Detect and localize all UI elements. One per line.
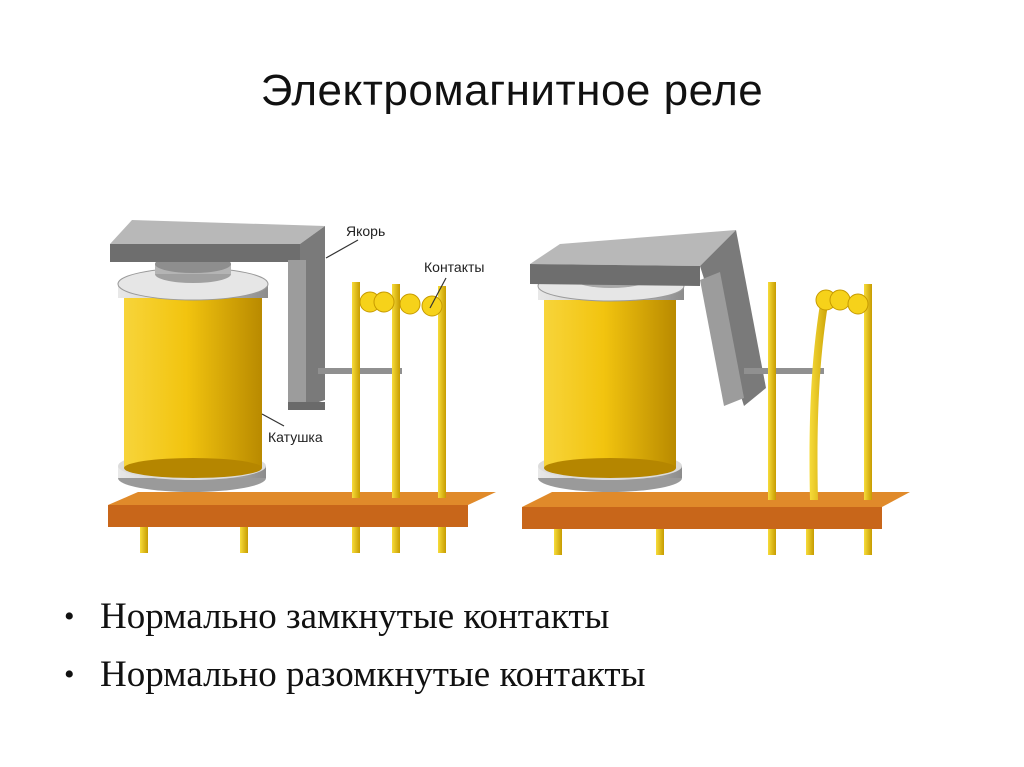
left-contact-spring — [392, 284, 400, 498]
right-coil — [544, 298, 676, 468]
right-rod — [744, 368, 824, 374]
left-pin — [240, 527, 248, 553]
right-contact-spring — [864, 284, 872, 500]
left-pin — [392, 527, 400, 553]
right-armature-side — [700, 272, 744, 406]
bullet-list: • Нормально замкнутые контакты • Нормаль… — [58, 588, 998, 704]
bullet-icon: • — [64, 658, 75, 691]
label-armature: Якорь — [346, 223, 385, 239]
right-contact-button — [847, 293, 869, 315]
left-contact-spring — [352, 282, 360, 498]
left-pin — [438, 527, 446, 553]
bullet-icon: • — [64, 600, 75, 633]
relay-diagram: Якорь Контакты Катушка — [108, 220, 910, 555]
label-coil: Катушка — [268, 429, 323, 445]
left-armature-top — [110, 220, 325, 244]
relay-right — [522, 230, 910, 555]
bullet-item: • Нормально разомкнутые контакты — [58, 646, 998, 704]
bullet-text: Нормально разомкнутые контакты — [100, 654, 646, 695]
left-pin — [352, 527, 360, 553]
bullet-text: Нормально замкнутые контакты — [100, 596, 610, 637]
coil-leader — [261, 413, 285, 427]
label-contacts: Контакты — [424, 259, 484, 275]
left-armature-side — [288, 260, 306, 410]
right-pin — [554, 529, 562, 555]
right-pin — [864, 529, 872, 555]
relay-left: Якорь Контакты Катушка — [108, 220, 496, 553]
contacts-leader — [429, 277, 447, 309]
right-board — [522, 492, 910, 507]
right-board-front — [522, 507, 882, 529]
left-board-front — [108, 505, 468, 527]
right-pin — [768, 529, 776, 555]
armature-leader — [325, 239, 359, 259]
right-armature-top — [530, 230, 736, 266]
right-contact-spring-bent — [809, 292, 830, 500]
right-contact-button — [829, 289, 851, 311]
left-pin — [140, 527, 148, 553]
left-board — [108, 492, 496, 505]
right-pin — [806, 529, 814, 555]
bullet-item: • Нормально замкнутые контакты — [58, 588, 998, 646]
right-pin — [656, 529, 664, 555]
left-coil — [124, 296, 262, 468]
left-contact-spring — [438, 286, 446, 498]
slide-title: Электромагнитное реле — [260, 66, 764, 115]
left-contact-button — [399, 293, 421, 315]
left-contact-button — [421, 295, 443, 317]
right-contact-spring — [768, 282, 776, 500]
left-contact-button — [373, 291, 395, 313]
